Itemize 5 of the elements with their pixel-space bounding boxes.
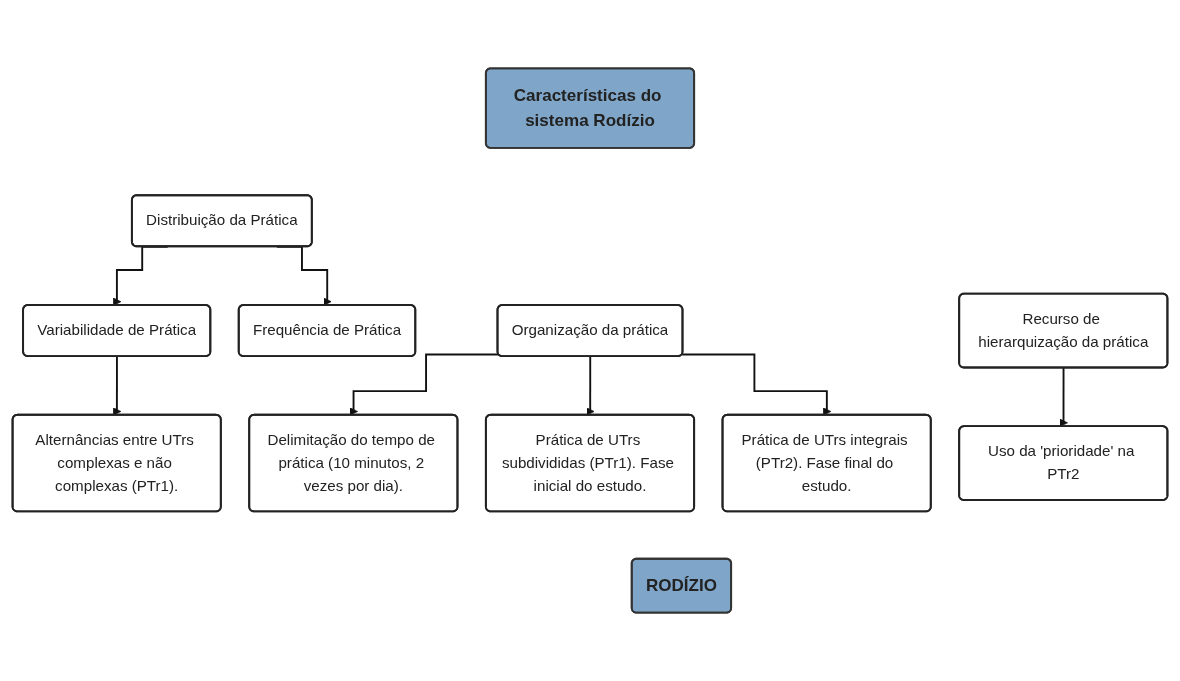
arrow <box>112 355 122 416</box>
arrow <box>1059 367 1068 427</box>
arrow <box>349 353 500 416</box>
arrow <box>586 355 595 416</box>
arrow <box>681 353 832 416</box>
